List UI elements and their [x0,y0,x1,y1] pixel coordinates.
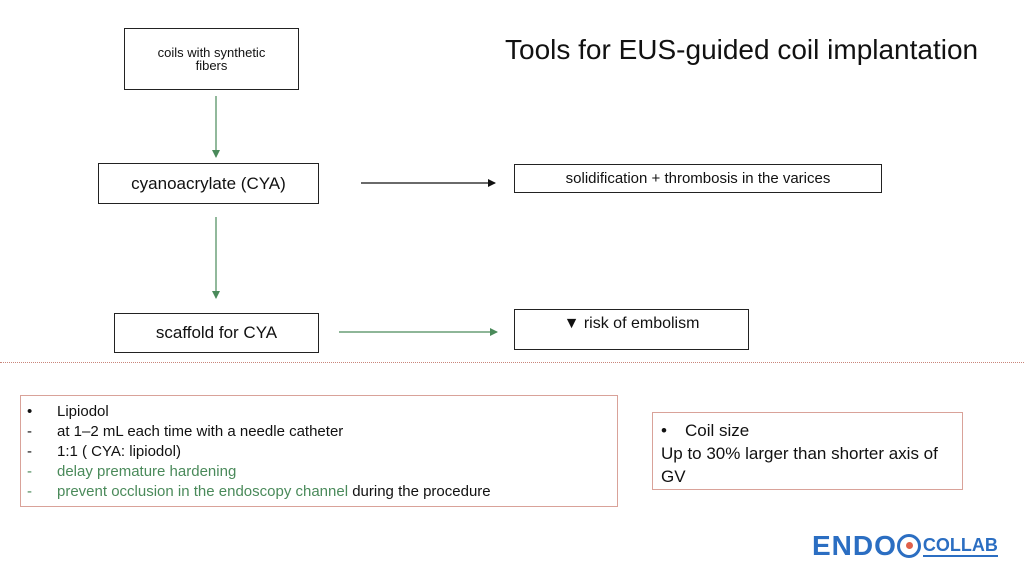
dash-marker: - [27,483,32,500]
list-item-text: at 1–2 mL each time with a needle cathet… [57,423,344,440]
coil-size-box: • Coil size Up to 30% larger than shorte… [652,412,963,490]
list-item: - at 1–2 mL each time with a needle cath… [27,422,617,442]
coils-label: coils with synthetic fibers [157,45,266,73]
endocollab-logo: ENDO COLLAB [812,530,998,562]
list-item: - 1:1 ( CYA: lipiodol) [27,442,617,462]
dash-marker: - [27,463,32,480]
cyanoacrylate-label: cyanoacrylate (CYA) [131,173,286,193]
coil-size-text: Up to 30% larger than shorter axis of GV [661,444,938,486]
coils-node: coils with synthetic fibers [124,28,299,90]
risk-node: ▼ risk of embolism [514,309,749,350]
risk-label: ▼ risk of embolism [563,315,700,332]
solidification-node: solidification + thrombosis in the varic… [514,164,882,193]
dash-marker: - [27,443,32,460]
lipiodol-heading: Lipiodol [57,403,109,420]
bullet-icon: • [27,403,33,420]
lipiodol-box: • Lipiodol - at 1–2 mL each time with a … [20,395,618,507]
slide-title: Tools for EUS-guided coil implantation [505,34,979,65]
list-item-suffix: during the procedure [348,483,491,500]
scaffold-label: scaffold for CYA [155,323,278,342]
list-item-text: 1:1 ( CYA: lipiodol) [57,443,181,460]
logo-badge: COLLAB [896,534,998,558]
logo-sub: COLLAB [922,535,998,557]
list-item-text: delay premature hardening [57,463,237,480]
logo-brand: ENDO [812,530,897,561]
logo-circle-icon [896,534,921,558]
scaffold-node: scaffold for CYA [114,313,319,353]
coil-size-heading: Coil size [685,421,750,440]
list-item-text: prevent occlusion in the endoscopy chann… [57,483,349,500]
section-divider [0,362,1024,363]
list-item: - delay premature hardening [27,462,617,482]
lipiodol-heading-row: • Lipiodol [27,402,617,422]
cyanoacrylate-node: cyanoacrylate (CYA) [98,163,319,204]
solidification-label: solidification + thrombosis in the varic… [565,170,831,187]
coil-size-heading-row: • Coil size [661,419,962,442]
bullet-icon: • [661,421,667,440]
dash-marker: - [27,423,32,440]
list-item: - prevent occlusion in the endoscopy cha… [27,482,617,502]
